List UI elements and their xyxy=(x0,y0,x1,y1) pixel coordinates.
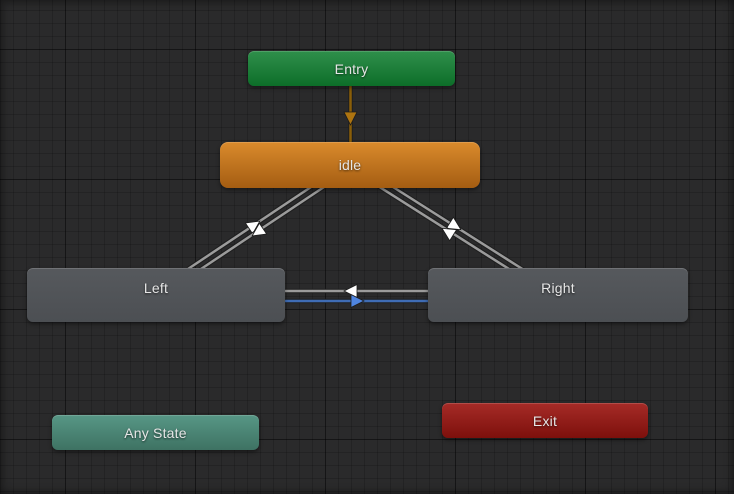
transition-right-to-left[interactable] xyxy=(280,283,433,299)
transition-arrowhead-icon xyxy=(251,222,268,237)
state-node-label: Entry xyxy=(334,60,369,77)
transition-right-to-idle[interactable] xyxy=(376,184,522,278)
transition-idle-to-left[interactable] xyxy=(190,183,329,277)
transition-arrowhead-icon xyxy=(343,111,358,126)
transition-arrowhead-icon xyxy=(244,220,261,235)
state-node-right[interactable]: Right xyxy=(428,268,688,322)
transition-arrowhead-icon xyxy=(441,227,458,242)
state-node-idle-default[interactable]: idle xyxy=(220,142,480,188)
state-node-label: Right xyxy=(541,280,575,296)
state-node-exit[interactable]: Exit xyxy=(442,403,648,438)
state-node-label: Left xyxy=(143,280,169,296)
transition-left-to-right-selected[interactable] xyxy=(280,293,433,309)
transition-entry-to-idle[interactable] xyxy=(343,86,358,143)
state-node-any-state[interactable]: Any State xyxy=(52,415,259,450)
state-node-left[interactable]: Left xyxy=(27,268,285,322)
state-node-label: idle xyxy=(338,157,362,173)
transition-left-to-idle[interactable] xyxy=(186,177,325,271)
transition-arrowhead-icon xyxy=(350,293,365,309)
state-node-label: Exit xyxy=(532,412,558,429)
transition-arrowhead-icon xyxy=(343,283,358,299)
state-node-entry[interactable]: Entry xyxy=(248,51,455,86)
transition-idle-to-right[interactable] xyxy=(380,178,526,272)
state-node-label: Any State xyxy=(124,424,187,441)
